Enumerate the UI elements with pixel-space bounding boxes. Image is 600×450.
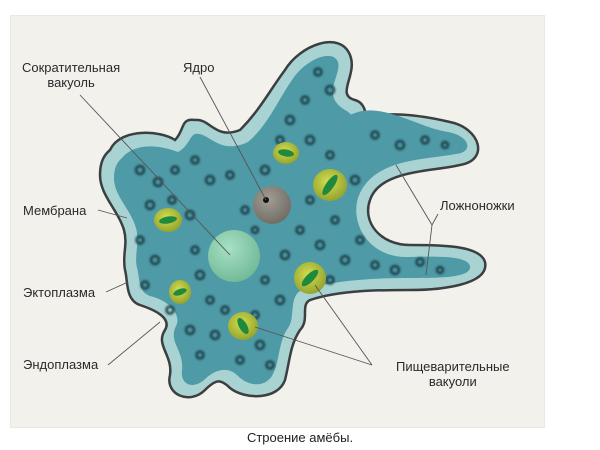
label-contractile-vacuole-line2: вакуоль — [47, 75, 95, 90]
label-endoplasm: Эндоплазма — [23, 357, 99, 372]
label-contractile-vacuole-line1: Сократительная — [22, 60, 121, 75]
amoeba-body — [98, 41, 487, 399]
label-membrane: Мембрана — [23, 203, 87, 218]
diagram-caption: Строение амёбы. — [246, 430, 354, 445]
digestive-vacuoles — [154, 142, 347, 340]
granules — [134, 67, 450, 370]
label-pseudopodia: Ложноножки — [440, 198, 515, 213]
label-digestive-vacuoles-line2: вакуоли — [428, 374, 477, 389]
label-ectoplasm: Эктоплазма — [23, 285, 96, 300]
label-contractile-vacuole: Сократительная вакуоль — [22, 60, 120, 90]
contractile-vacuole — [208, 230, 260, 282]
pointer-lines — [79, 76, 439, 366]
label-digestive-vacuoles-line1: Пищеварительные — [396, 359, 510, 374]
label-digestive-vacuoles: Пищеварительные вакуоли — [396, 359, 510, 389]
nucleus — [253, 186, 291, 224]
label-nucleus: Ядро — [183, 60, 215, 75]
